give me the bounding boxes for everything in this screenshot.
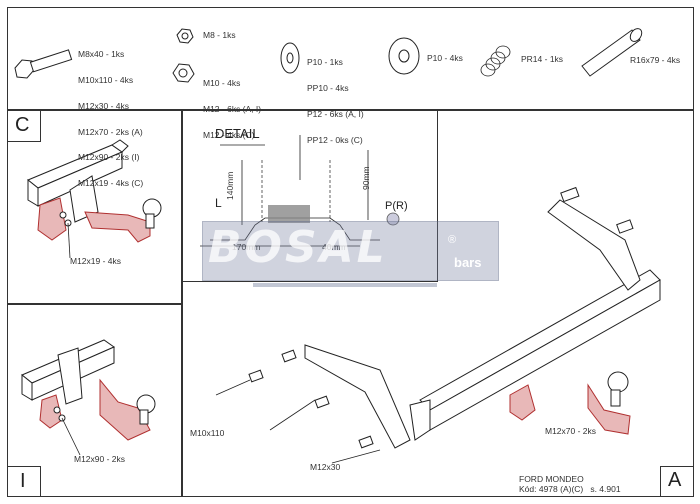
panel-c [7, 110, 182, 304]
big-washer-spec: P10 - 4ks [427, 53, 463, 63]
panel-i-label-box [7, 466, 41, 497]
panel-a-bolt-spec: M12x70 - 2ks [545, 426, 597, 436]
washer-spec: PP10 - 4ks [307, 82, 349, 93]
bolt-spec: M10x110 - 4ks [78, 74, 134, 85]
panel-i [7, 304, 182, 497]
nut-spec: M10 - 4ks [203, 78, 241, 89]
panel-c-label-box [7, 110, 41, 142]
bolt-list: M8x40 - 1ks M10x110 - 4ks M12x30 - 4ks M… [78, 33, 143, 196]
tube-spec: R16x79 - 4ks [630, 55, 681, 65]
detail-drawing [200, 135, 400, 247]
washer-list: P10 - 1ks PP10 - 4ks P12 - 6ks (A, I) PP… [307, 41, 364, 153]
small-nut-icon [176, 28, 194, 44]
top-parts-strip [7, 7, 694, 110]
panel-main [182, 110, 694, 497]
dim-90: 90mm [361, 166, 371, 190]
dim-140: 140mm [225, 171, 235, 200]
panel-c-bolt-spec: M12x19 - 4ks [70, 256, 122, 266]
panel-a-label: A [668, 469, 682, 491]
detail-box [182, 110, 438, 282]
bosal-logo [202, 221, 499, 281]
bolt-spec: M12x30 - 4ks [78, 100, 130, 111]
bolt-left-spec: M10x110 [190, 428, 225, 438]
nut-spec: M12 - 4ks (C) [203, 129, 255, 140]
big-washer-icon [388, 37, 420, 75]
pr-label: P(R) [385, 200, 408, 212]
dim-40: 40mm [322, 242, 346, 252]
small-nut-spec: M8 - 1ks [203, 30, 236, 40]
bolt-spec: M12x90 - 2ks (I) [78, 152, 140, 163]
bolt-spec: M8x40 - 1ks [78, 49, 125, 60]
panel-a-label-box [660, 466, 694, 497]
panel-c-drawing [27, 139, 162, 259]
washer-spec: PP12 - 0ks (C) [307, 134, 363, 145]
spring-icon [480, 45, 511, 77]
bolt-spec: M12x19 - 4ks (C) [78, 178, 144, 189]
washer-spec: P12 - 6ks (A, I) [307, 108, 364, 119]
bolt-bottom-spec: M12x30 [310, 462, 341, 472]
panel-i-drawing [21, 339, 156, 456]
dim-170: 170mm [232, 242, 261, 252]
bolt-icon [14, 49, 73, 79]
panel-a-drawing [215, 186, 661, 464]
footer-model: FORD MONDEO [519, 474, 584, 484]
panel-i-label: I [20, 470, 26, 492]
bosal-logo-sub: bars [454, 255, 482, 270]
bosal-logo-reg: ® [448, 234, 457, 246]
panel-c-label: C [15, 114, 30, 136]
detail-title: DETAIL [215, 126, 260, 141]
footer-code: Kód: 4978 (A)(C) s. 4.901 [519, 484, 621, 494]
tube-icon [581, 28, 643, 77]
bosal-logo-text: BOSAL [208, 222, 388, 273]
bolt-spec: M12x70 - 2ks (A) [78, 126, 143, 137]
washer-icon [280, 42, 300, 74]
washer-spec: P10 - 1ks [307, 57, 343, 68]
nut-list: M10 - 4ks M12 - 6ks (A, I) M12 - 4ks (C) [203, 62, 261, 148]
detail-l-label: L [215, 196, 222, 210]
spring-spec: PR14 - 1ks [521, 54, 564, 64]
logo-underline [253, 283, 437, 287]
nut-icon [172, 63, 195, 83]
panel-i-bolt-spec: M12x90 - 2ks [74, 454, 126, 464]
nut-spec: M12 - 6ks (A, I) [203, 103, 262, 114]
